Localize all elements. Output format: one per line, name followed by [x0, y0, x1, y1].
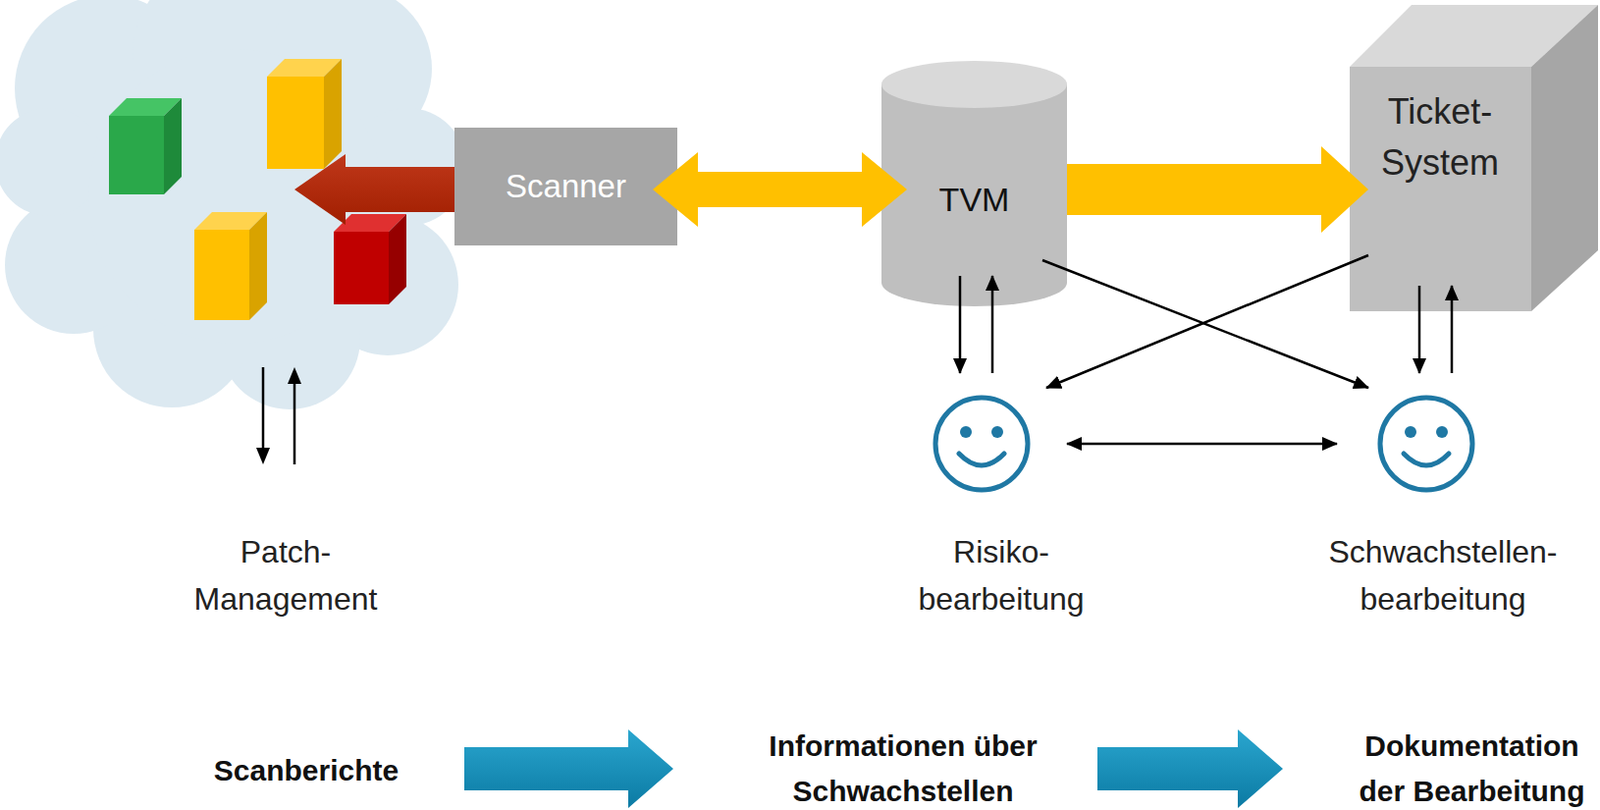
info-arrow: [991, 275, 995, 374]
cloud-node: Patch- Management: [0, 0, 472, 629]
exchange-arrow: [1066, 442, 1337, 446]
info-arrow: [1418, 285, 1422, 374]
info-arrow: [959, 275, 962, 374]
node-label: Scanner: [454, 127, 678, 246]
node-label: Ticket- System: [1366, 86, 1514, 189]
scanner-box: Scanner: [454, 127, 678, 246]
data-flow-arrow: [1066, 146, 1369, 233]
process-arrow: [464, 729, 674, 808]
smiley-icon: [930, 392, 1033, 495]
database-cylinder: TVM: [881, 60, 1067, 307]
node-label: TVM: [881, 174, 1067, 224]
info-arrow: [1046, 255, 1369, 388]
node-label: Schwachstellen- bearbeitung: [1315, 528, 1571, 623]
stage-label: Dokumentation der Bearbeitung: [1351, 723, 1593, 810]
info-arrow: [1450, 285, 1454, 374]
ticket-system-cube: Ticket- System: [1349, 4, 1599, 312]
cloud-shape: [0, 0, 472, 481]
data-flow-arrow: [652, 152, 907, 227]
person-node: Risiko- bearbeitung: [873, 392, 1129, 629]
node-label: Dokumentation der Bearbeitung: [1351, 723, 1593, 810]
process-arrow: [1097, 729, 1283, 808]
node-label: Scanberichte: [159, 747, 454, 794]
node-label: Risiko- bearbeitung: [873, 528, 1129, 623]
node-label: Patch- Management: [158, 528, 414, 623]
node-label: Informationen über Schwachstellen: [755, 723, 1051, 810]
smiley-icon: [1375, 392, 1478, 495]
stage-label: Scanberichte: [159, 747, 454, 794]
stage-label: Informationen über Schwachstellen: [755, 723, 1051, 810]
person-node: Schwachstellen- bearbeitung: [1315, 392, 1571, 629]
